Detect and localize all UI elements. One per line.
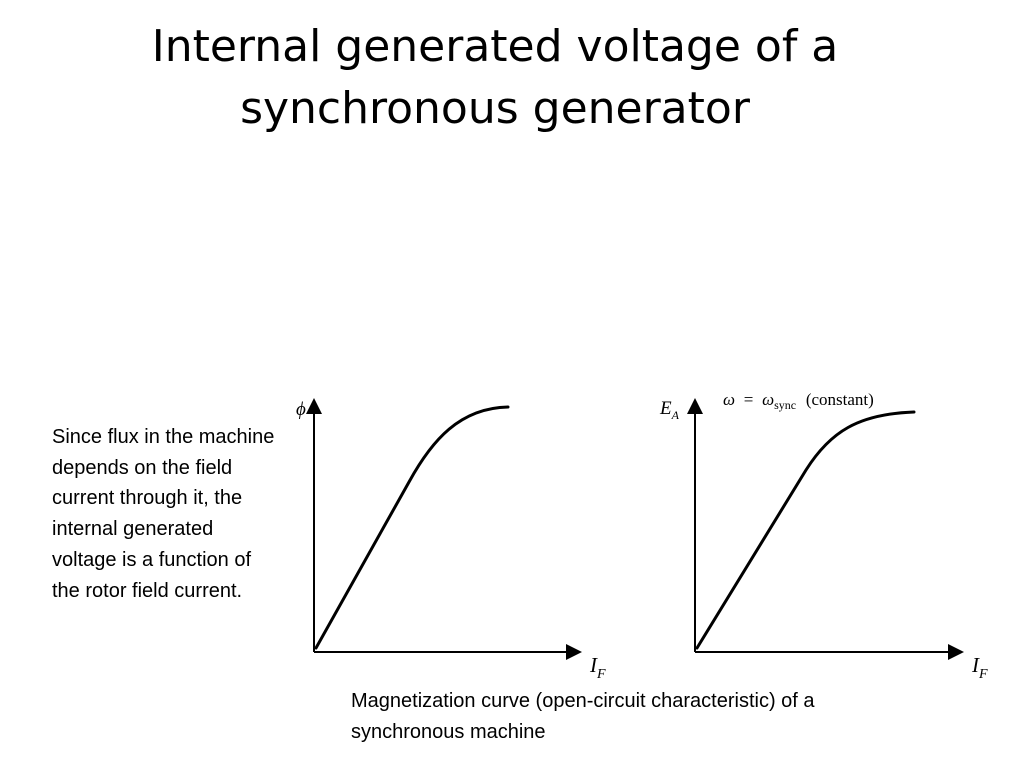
slide-title: Internal generated voltage of a synchron… — [90, 16, 900, 140]
synchronous-speed-condition: ω = ωsync (constant) — [723, 390, 874, 413]
condition-note: (constant) — [806, 390, 874, 409]
condition-omega: ω — [723, 390, 735, 409]
flux-plot-x-label: IF — [589, 653, 606, 682]
flux-magnetization-curve — [314, 405, 510, 650]
condition-omega-sync: ω — [762, 390, 774, 409]
flux-plot-x-label-main: I — [589, 653, 598, 677]
condition-equals: = — [744, 390, 754, 409]
voltage-plot-x-label: IF — [971, 653, 988, 682]
voltage-plot: EA IF ω = ωsync (constant) — [659, 390, 988, 682]
condition-sync-subscript: sync — [774, 398, 796, 412]
flux-plot-y-label: ϕ — [296, 399, 306, 420]
figure-caption: Magnetization curve (open-circuit charac… — [351, 686, 971, 747]
voltage-plot-x-label-subscript: F — [978, 667, 988, 682]
figure-caption-line-2: synchronous machine — [351, 720, 546, 743]
flux-plot: ϕ IF — [296, 398, 606, 682]
voltage-plot-y-label-subscript: A — [671, 408, 680, 422]
voltage-plot-y-label-main: E — [659, 398, 672, 419]
slide-title-line-1: Internal generated voltage of a — [151, 21, 839, 72]
voltage-plot-y-label: EA — [659, 398, 680, 422]
voltage-magnetization-curve — [695, 410, 916, 650]
voltage-plot-x-label-main: I — [971, 653, 980, 677]
figure-caption-line-1: Magnetization curve (open-circuit charac… — [351, 690, 815, 712]
description-text: Since flux in the machine depends on the… — [52, 426, 275, 602]
slide-title-line-2: synchronous generator — [240, 83, 750, 134]
flux-plot-x-label-subscript: F — [596, 667, 606, 682]
